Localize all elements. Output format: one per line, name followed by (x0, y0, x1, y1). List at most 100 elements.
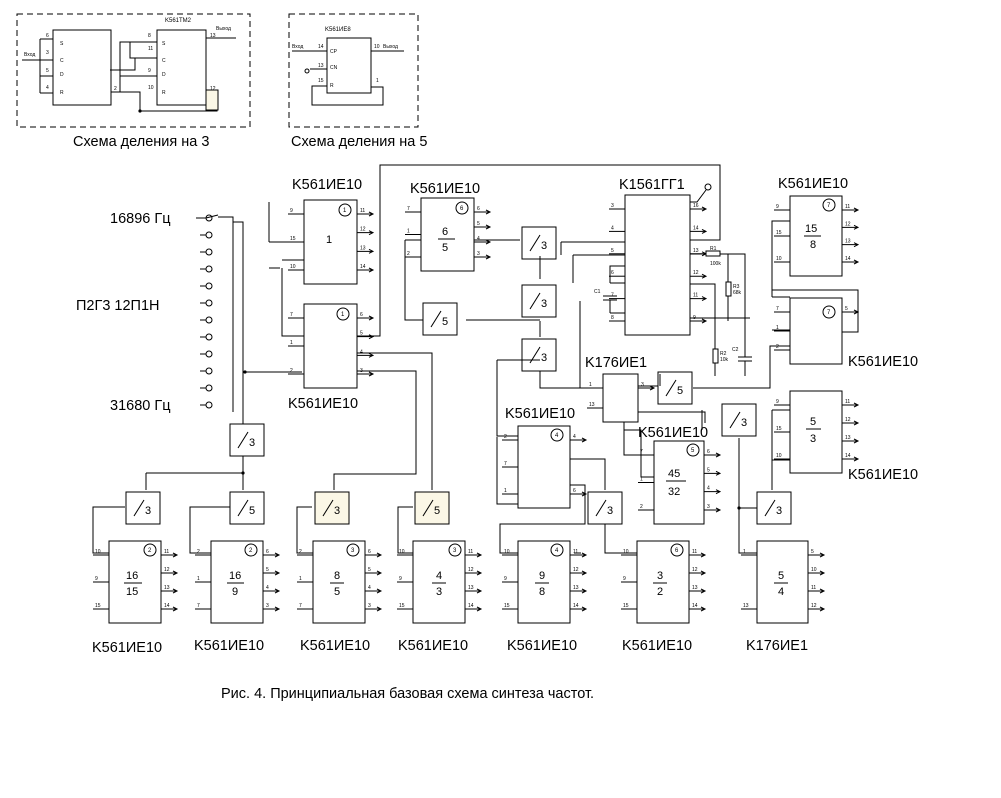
svg-text:C2: C2 (732, 347, 739, 353)
switch-contact (205, 401, 213, 409)
divider-box: 3 (721, 403, 757, 437)
pin-number: 14 (845, 256, 851, 262)
pin-number: 3 (266, 603, 269, 609)
pin-number: 15 (776, 426, 782, 432)
pin-number: 5 (477, 221, 480, 227)
pin-number: 14 (360, 264, 366, 270)
divider-box: 5 (657, 371, 693, 405)
divider-box: 3 (521, 338, 557, 372)
svg-text:CP: CP (330, 49, 338, 55)
inset-right-chip: K561ИЕ8 (325, 27, 351, 33)
frequency-switch[interactable]: 16896 Гц П2Г3 12П1Н 31680 Гц (76, 211, 302, 457)
pin-number: 4 (477, 236, 480, 242)
svg-text:S: S (60, 41, 64, 47)
svg-text:5: 5 (442, 242, 448, 254)
pin-number: 13 (845, 239, 851, 245)
switch-contact (205, 316, 213, 324)
pin-number: 1 (290, 340, 293, 346)
pin-number: 12 (573, 567, 579, 573)
svg-text:K176ИЕ1: K176ИЕ1 (585, 355, 647, 371)
pin-number: 6 (477, 206, 480, 212)
pin-number: 7 (290, 312, 293, 318)
pin-number: 12 (468, 567, 474, 573)
inset-divide-by-5: K561ИЕ8 CP CN R 14 13 15 10 1 Вход Выход… (288, 13, 427, 150)
svg-text:15: 15 (805, 223, 817, 235)
svg-text:45: 45 (668, 468, 680, 480)
switch-contact (205, 350, 213, 358)
pin-number: 5 (845, 306, 848, 312)
generator-rc-network: R1 100k R3 68k R2 10k C1 C2 (572, 246, 752, 376)
pin-number: 15 (776, 230, 782, 236)
pin-number: 9 (504, 576, 507, 582)
pin-number: 10 (811, 567, 817, 573)
svg-text:K561ИЕ10: K561ИЕ10 (194, 638, 264, 654)
switch-contact (205, 282, 213, 290)
pin-number: 12 (692, 567, 698, 573)
svg-text:D: D (162, 72, 166, 78)
pin-number: 12 (164, 567, 170, 573)
svg-text:5: 5 (46, 68, 49, 74)
svg-text:K561ИЕ10: K561ИЕ10 (410, 181, 480, 197)
svg-text:K176ИЕ1: K176ИЕ1 (746, 638, 808, 654)
svg-text:3: 3 (351, 548, 355, 554)
svg-text:K561ИЕ10: K561ИЕ10 (848, 467, 918, 483)
switch-contact (205, 265, 213, 273)
svg-text:3: 3 (810, 433, 816, 445)
svg-text:S: S (162, 41, 166, 47)
svg-text:32: 32 (668, 486, 680, 498)
pin-number: 6 (266, 549, 269, 555)
pin-number: 13 (164, 585, 170, 591)
pin-number: 9 (95, 576, 98, 582)
inset-left-output: Выход (216, 26, 231, 32)
svg-text:K561ИЕ10: K561ИЕ10 (507, 638, 577, 654)
svg-text:10k: 10k (720, 357, 729, 363)
pin-number: 2 (197, 549, 200, 555)
svg-text:10: 10 (148, 85, 154, 91)
pin-number: 7 (197, 603, 200, 609)
pin-number: 10 (504, 549, 510, 555)
switch-contacts (196, 214, 219, 409)
pin-number: 7 (407, 206, 410, 212)
svg-text:K561ИЕ10: K561ИЕ10 (92, 640, 162, 656)
divider-box: 3 (125, 491, 161, 525)
divider-ratio: 3 (541, 240, 547, 252)
pin-number: 1 (776, 325, 779, 331)
pin-number: 10 (776, 256, 782, 262)
pin-number: 13 (360, 245, 366, 251)
pin-number: 1 (299, 576, 302, 582)
svg-text:9: 9 (232, 586, 238, 598)
svg-text:11: 11 (148, 46, 153, 52)
svg-text:C: C (60, 58, 64, 64)
pin-number: 4 (368, 585, 371, 591)
pin-number: 9 (623, 576, 626, 582)
svg-text:8: 8 (148, 33, 151, 39)
pin-number: 15 (504, 603, 510, 609)
svg-text:3: 3 (657, 570, 663, 582)
pin-number: 11 (693, 293, 698, 299)
pin-number: 15 (290, 236, 296, 242)
pin-number: 14 (468, 603, 474, 609)
pin-number: 5 (611, 248, 614, 254)
pin-number: 12 (811, 603, 817, 609)
svg-text:6: 6 (46, 33, 49, 39)
pin-number: 4 (707, 486, 710, 492)
switch-contact (205, 231, 213, 239)
svg-text:4: 4 (555, 548, 559, 554)
pin-number: 13 (573, 585, 579, 591)
pin-number: 3 (641, 382, 644, 388)
pin-number: 11 (692, 549, 697, 555)
pin-number: 1 (589, 382, 592, 388)
pin-number: 9 (776, 399, 779, 405)
pin-number: 6 (611, 270, 614, 276)
svg-text:K561ИЕ10: K561ИЕ10 (288, 396, 358, 412)
svg-text:7: 7 (827, 203, 831, 209)
svg-text:15: 15 (318, 78, 324, 84)
pin-number: 11 (360, 208, 365, 214)
divider-box: 3 (587, 491, 623, 525)
